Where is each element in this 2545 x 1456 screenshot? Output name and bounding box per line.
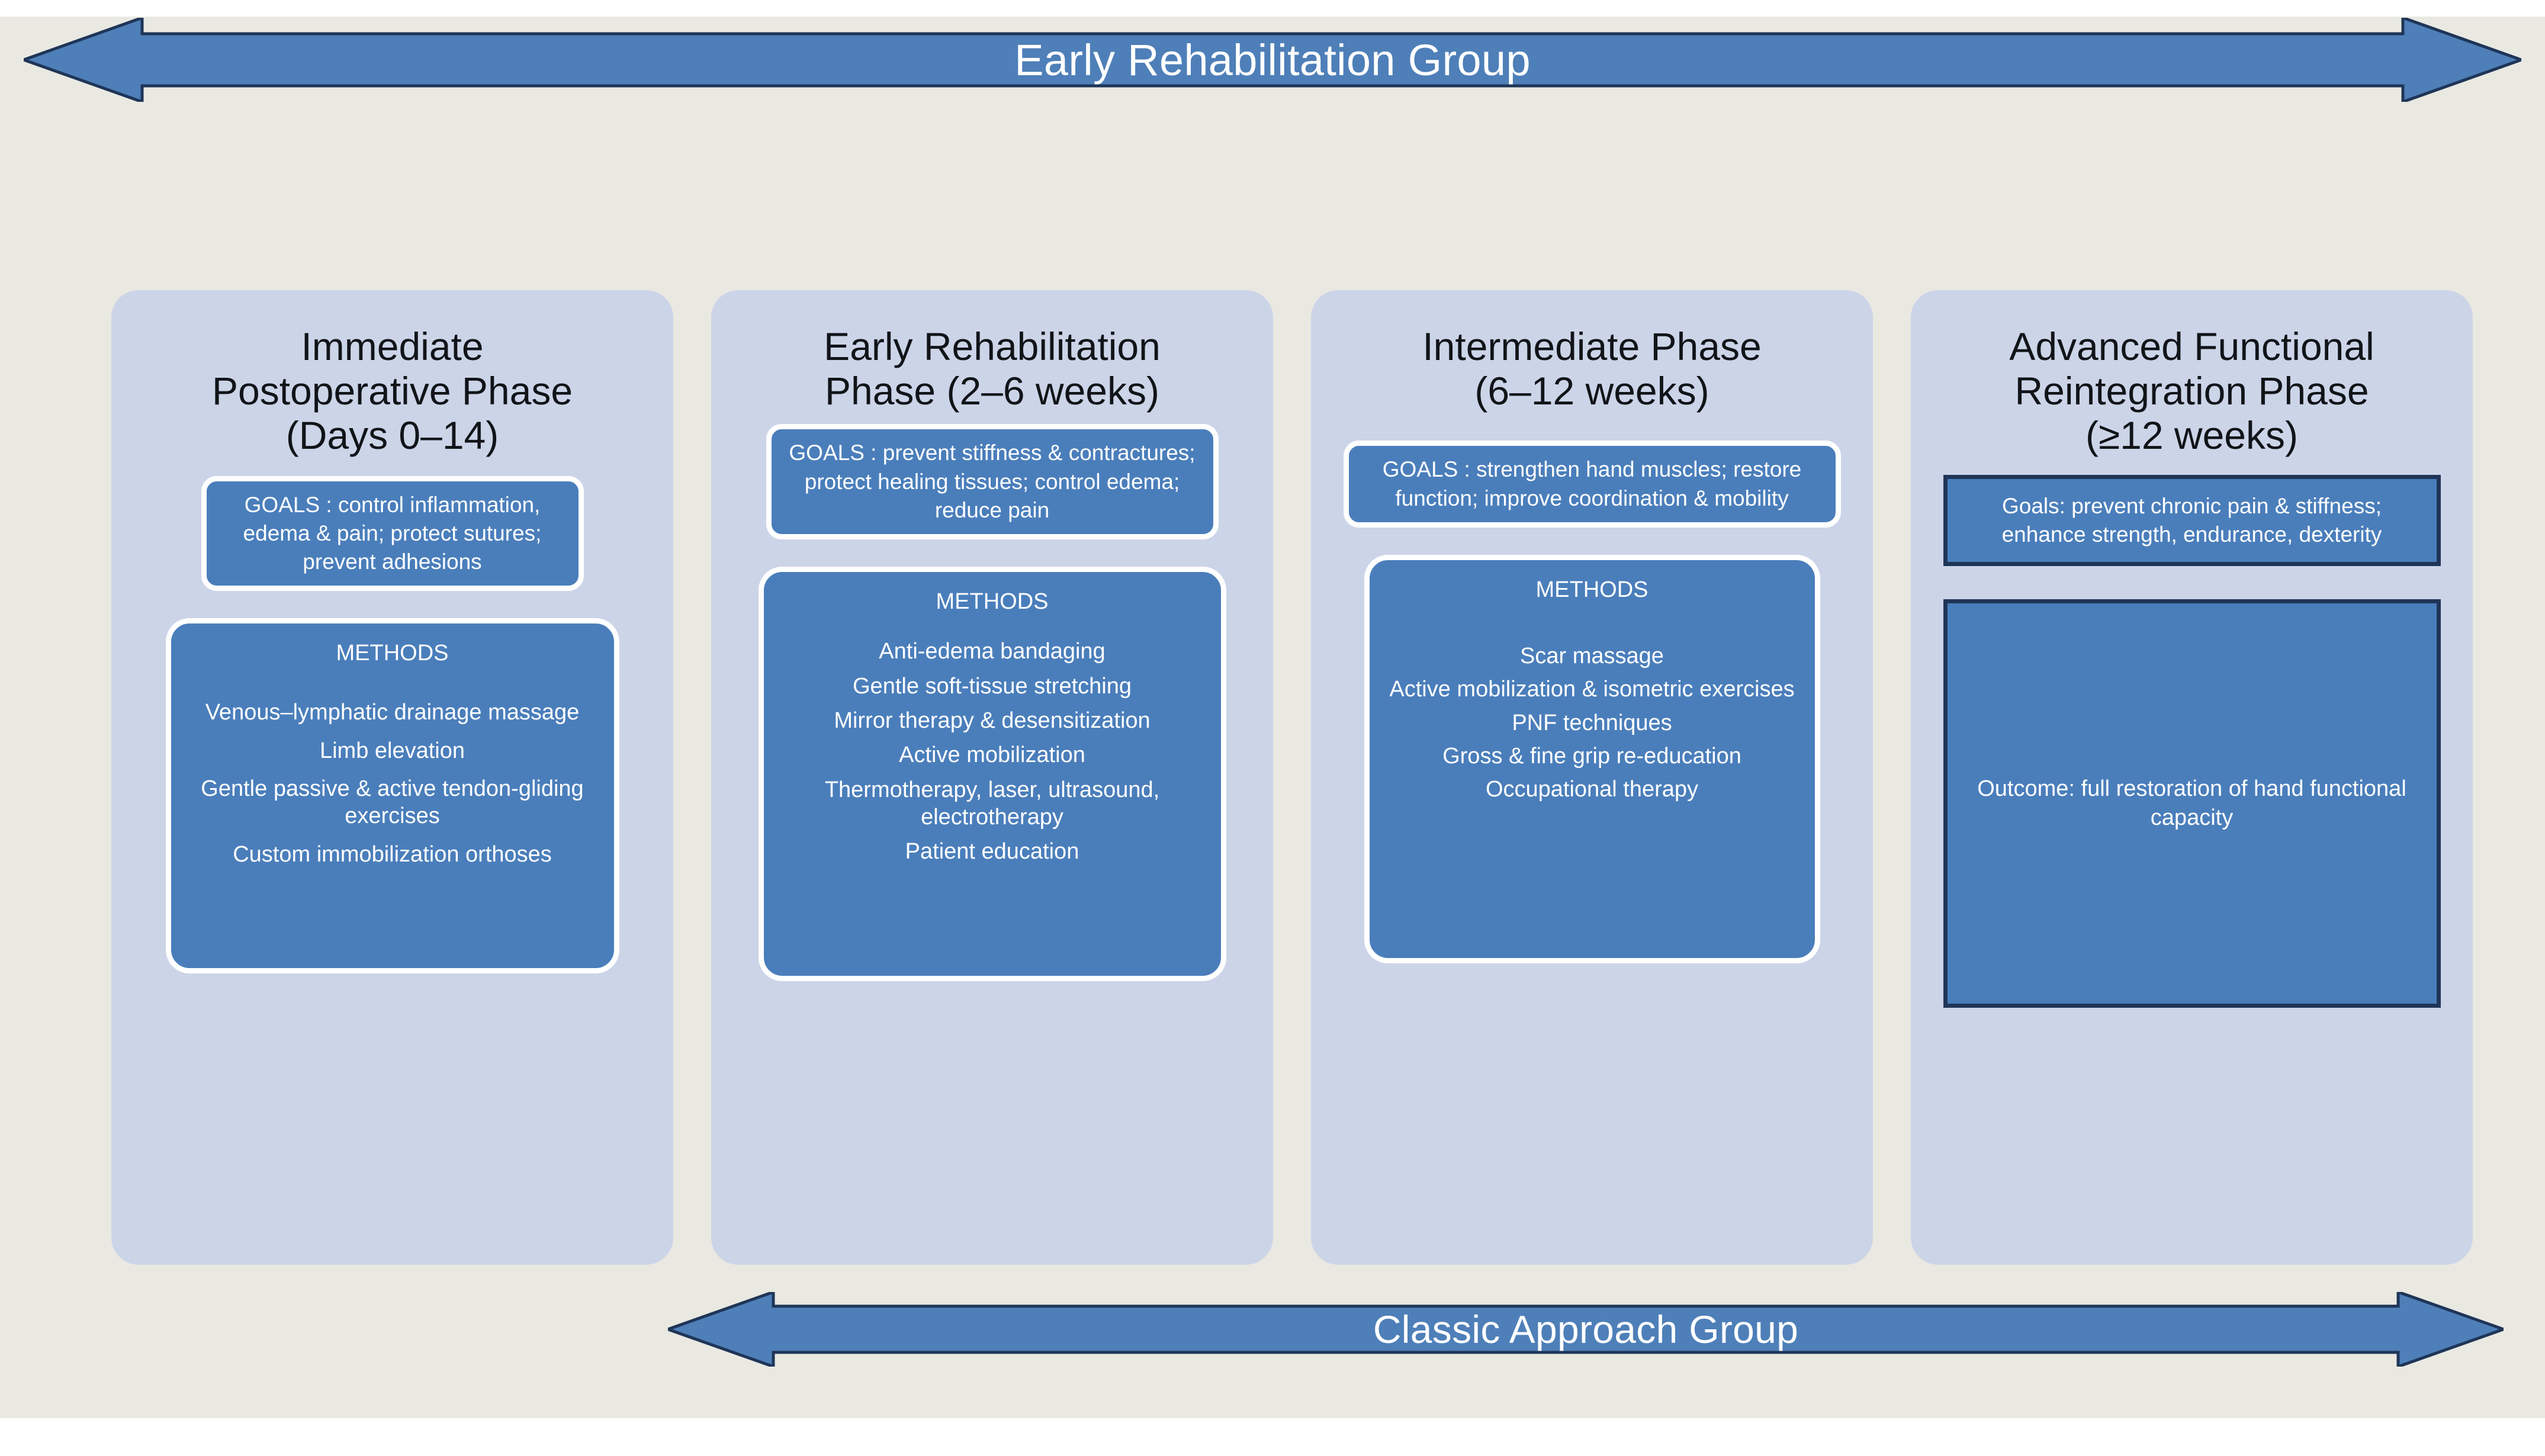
methods-item: Gross & fine grip re-education bbox=[1442, 744, 1741, 769]
phase-title: Early Rehabilitation Phase (2–6 weeks) bbox=[824, 324, 1161, 413]
phase-panel-immediate-postoperative[interactable]: Immediate Postoperative Phase (Days 0–14… bbox=[111, 290, 673, 1265]
methods-list: Scar massage Active mobilization & isome… bbox=[1381, 642, 1803, 803]
outcome-wrapper: Outcome: full restoration of hand functi… bbox=[1943, 599, 2441, 1008]
methods-item: Custom immobilization orthoses bbox=[233, 841, 552, 867]
methods-box: METHODS Venous–lymphatic drainage massag… bbox=[165, 618, 619, 973]
methods-wrapper: METHODS Venous–lymphatic drainage massag… bbox=[165, 618, 619, 973]
methods-wrapper: METHODS Scar massage Active mobilization… bbox=[1364, 554, 1820, 963]
methods-item: Gentle soft-tissue stretching bbox=[853, 673, 1132, 699]
methods-item: Patient education bbox=[905, 839, 1079, 864]
methods-item: Gentle passive & active tendon-gliding e… bbox=[201, 776, 584, 829]
methods-box: METHODS Anti-edema bandaging Gentle soft… bbox=[758, 566, 1226, 981]
double-arrow-icon bbox=[668, 1292, 2504, 1367]
top-double-arrow: Early Rehabilitation Group bbox=[24, 18, 2521, 102]
methods-item: Limb elevation bbox=[319, 738, 465, 763]
phase-title: Advanced Functional Reintegration Phase … bbox=[2009, 324, 2374, 458]
methods-list: Venous–lymphatic drainage massage Limb e… bbox=[183, 699, 602, 868]
methods-item: Venous–lymphatic drainage massage bbox=[205, 700, 580, 725]
double-arrow-icon bbox=[24, 18, 2521, 102]
methods-heading: METHODS bbox=[1535, 577, 1649, 602]
phase-panel-early-rehabilitation[interactable]: Early Rehabilitation Phase (2–6 weeks) G… bbox=[711, 290, 1273, 1265]
outcome-box: Outcome: full restoration of hand functi… bbox=[1943, 599, 2441, 1008]
methods-heading: METHODS bbox=[336, 640, 449, 666]
goals-box: GOALS : prevent stiffness & contractures… bbox=[766, 424, 1219, 539]
methods-item: Anti-edema bandaging bbox=[879, 639, 1106, 664]
methods-item: Scar massage bbox=[1520, 644, 1664, 669]
phase-panels: Immediate Postoperative Phase (Days 0–14… bbox=[111, 290, 2473, 1265]
methods-heading: METHODS bbox=[936, 589, 1049, 614]
goals-box: GOALS : strengthen hand muscles; restore… bbox=[1343, 441, 1841, 528]
goals-box: GOALS : control inflammation, edema & pa… bbox=[201, 475, 584, 591]
phase-title: Immediate Postoperative Phase (Days 0–14… bbox=[211, 324, 573, 458]
methods-item: Mirror therapy & desensitization bbox=[834, 708, 1151, 733]
methods-item: Thermotherapy, laser, ultrasound, electr… bbox=[824, 777, 1160, 830]
goals-box: Goals: prevent chronic pain & stiffness;… bbox=[1943, 474, 2441, 566]
methods-item: Active mobilization & isometric exercise… bbox=[1389, 677, 1795, 702]
phase-title: Intermediate Phase (6–12 weeks) bbox=[1422, 324, 1762, 413]
methods-box: METHODS Scar massage Active mobilization… bbox=[1364, 554, 1820, 963]
methods-wrapper: METHODS Anti-edema bandaging Gentle soft… bbox=[758, 566, 1226, 981]
methods-item: PNF techniques bbox=[1512, 710, 1672, 735]
bottom-double-arrow: Classic Approach Group bbox=[668, 1292, 2504, 1367]
methods-item: Active mobilization bbox=[899, 743, 1085, 768]
methods-list: Anti-edema bandaging Gentle soft-tissue … bbox=[776, 638, 1209, 866]
phase-panel-intermediate[interactable]: Intermediate Phase (6–12 weeks) GOALS : … bbox=[1311, 290, 1873, 1265]
methods-item: Occupational therapy bbox=[1485, 777, 1699, 802]
phase-panel-advanced-functional-reintegration[interactable]: Advanced Functional Reintegration Phase … bbox=[1911, 290, 2473, 1265]
